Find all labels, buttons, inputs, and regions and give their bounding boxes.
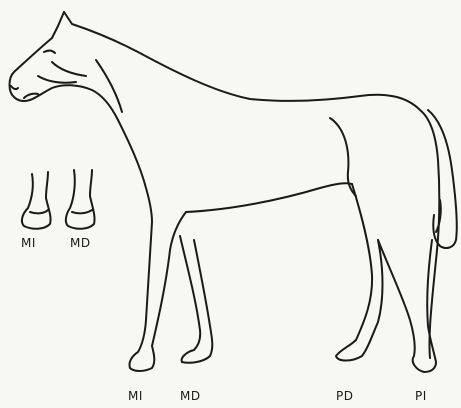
- hoof-detail-md-coronet: [72, 210, 92, 213]
- hoof-detail-mi-coronet: [30, 210, 48, 213]
- hoof-detail-md: [66, 170, 95, 229]
- horse-jaw: [38, 76, 76, 83]
- horse-face: [10, 38, 119, 120]
- front-leg-mi-label: MI: [128, 389, 143, 403]
- horse-ear: [52, 12, 64, 38]
- front-leg-mi: [129, 212, 186, 371]
- hind-leg-pd: [336, 184, 383, 361]
- hind-leg-pi-label: PI: [415, 389, 427, 403]
- front-leg-md-label: MD: [180, 389, 201, 403]
- hoof-detail-mi: [22, 172, 51, 229]
- hoof-detail-mi-label: MI: [21, 236, 36, 250]
- horse-nostril: [11, 86, 18, 89]
- horse-eye: [44, 51, 55, 53]
- horse-head-neck-back-outline: [64, 12, 439, 358]
- hoof-detail-md-label: MD: [70, 236, 91, 250]
- front-leg-md: [180, 236, 212, 363]
- horse-belly: [186, 183, 352, 212]
- horse-chest: [118, 120, 152, 222]
- hind-leg-pi: [378, 240, 436, 372]
- hind-leg-pd-label: PD: [336, 389, 353, 403]
- horse-cheek: [52, 62, 86, 76]
